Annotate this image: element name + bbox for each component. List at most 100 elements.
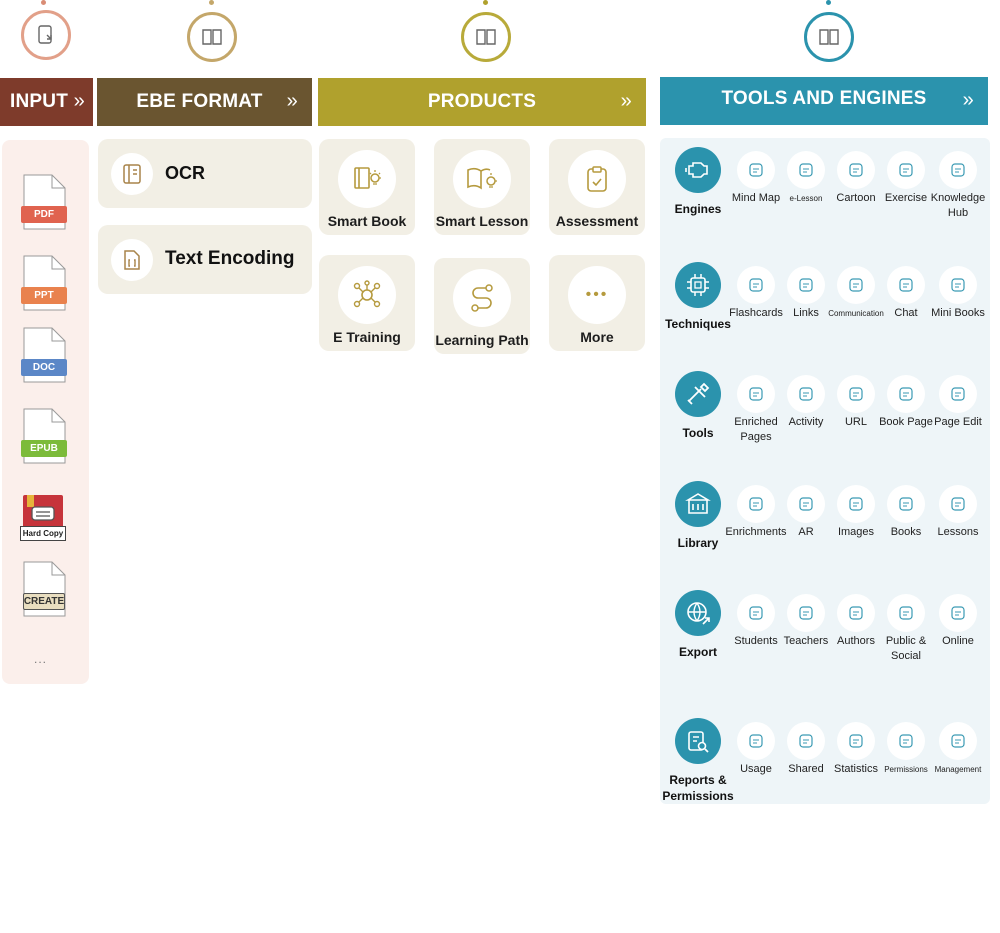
statistics-icon[interactable] bbox=[837, 722, 875, 760]
enrichments-icon[interactable] bbox=[737, 485, 775, 523]
tool-item-communication[interactable]: Communication bbox=[828, 309, 884, 318]
tool-item-management[interactable]: Management bbox=[934, 765, 982, 774]
tool-item-permissions[interactable]: Permissions bbox=[884, 765, 928, 774]
flashcards-icon[interactable] bbox=[737, 266, 775, 304]
doc-file-icon[interactable]: DOC bbox=[21, 327, 67, 383]
tool-item-ar[interactable]: AR bbox=[798, 526, 814, 538]
input-connector-dot bbox=[41, 0, 46, 5]
product-learning-path[interactable]: Learning Path bbox=[434, 258, 530, 354]
page-edit-icon[interactable] bbox=[939, 375, 977, 413]
doc-label: DOC bbox=[21, 359, 67, 376]
knowledge-hub-icon[interactable] bbox=[939, 151, 977, 189]
chip-icon[interactable] bbox=[675, 262, 721, 308]
product-assessment[interactable]: Assessment bbox=[549, 139, 645, 235]
books-icon[interactable] bbox=[887, 485, 925, 523]
public-and-social-icon[interactable] bbox=[887, 594, 925, 632]
images-icon[interactable] bbox=[837, 485, 875, 523]
tool-item-images[interactable]: Images bbox=[837, 526, 875, 538]
activity-icon[interactable] bbox=[787, 375, 825, 413]
tool-item-lessons[interactable]: Lessons bbox=[937, 526, 979, 538]
input-header: INPUT » bbox=[0, 78, 93, 126]
mini-books-icon[interactable] bbox=[939, 266, 977, 304]
tool-item-e-lesson[interactable]: e-Lesson bbox=[789, 194, 823, 203]
authors-icon[interactable] bbox=[837, 594, 875, 632]
tools-header-title: TOOLS AND ENGINES bbox=[721, 88, 927, 109]
tool-item-enrichments[interactable]: Enrichments bbox=[725, 526, 787, 538]
network-icon bbox=[338, 266, 396, 324]
tool-item-url[interactable]: URL bbox=[844, 416, 867, 428]
epub-file-icon[interactable]: EPUB bbox=[21, 408, 67, 464]
book-icon bbox=[819, 29, 839, 45]
engine-icon[interactable] bbox=[675, 147, 721, 193]
usage-icon[interactable] bbox=[737, 722, 775, 760]
pdf-file-icon[interactable]: PDF bbox=[21, 174, 67, 230]
ebe-header: EBE FORMAT » bbox=[97, 78, 312, 126]
online-icon[interactable] bbox=[939, 594, 977, 632]
tool-item-exercise[interactable]: Exercise bbox=[884, 192, 928, 204]
enriched-pages-icon[interactable] bbox=[737, 375, 775, 413]
lessons-icon[interactable] bbox=[939, 485, 977, 523]
tools-icon[interactable] bbox=[675, 371, 721, 417]
report-search-icon[interactable] bbox=[675, 718, 721, 764]
product-smart-book[interactable]: Smart Book bbox=[319, 139, 415, 235]
tool-item-books[interactable]: Books bbox=[890, 526, 922, 538]
chat-icon[interactable] bbox=[887, 266, 925, 304]
tool-item-page-edit[interactable]: Page Edit bbox=[934, 416, 982, 428]
permissions-icon[interactable] bbox=[887, 722, 925, 760]
mind-map-icon[interactable] bbox=[737, 151, 775, 189]
tool-item-flashcards[interactable]: Flashcards bbox=[729, 307, 783, 319]
tool-item-teachers[interactable]: Teachers bbox=[783, 635, 829, 647]
ar-icon[interactable] bbox=[787, 485, 825, 523]
tool-item-statistics[interactable]: Statistics bbox=[833, 763, 878, 775]
ppt-file-icon[interactable]: PPT bbox=[21, 255, 67, 311]
shared-icon[interactable] bbox=[787, 722, 825, 760]
products-connector-dot bbox=[483, 0, 488, 5]
more-dots: ••• bbox=[585, 286, 609, 303]
product-smart-lesson[interactable]: Smart Lesson bbox=[434, 139, 530, 235]
tool-item-knowledge-hub[interactable]: Knowledge Hub bbox=[930, 192, 986, 219]
url-icon[interactable] bbox=[837, 375, 875, 413]
tools-header: TOOLS AND ENGINES » bbox=[660, 77, 988, 125]
library-icon[interactable] bbox=[675, 481, 721, 527]
tool-item-online[interactable]: Online bbox=[942, 635, 974, 647]
smart-book-icon bbox=[338, 150, 396, 208]
tool-item-students[interactable]: Students bbox=[734, 635, 778, 647]
book-page-icon[interactable] bbox=[887, 375, 925, 413]
exercise-icon[interactable] bbox=[887, 151, 925, 189]
book-icon bbox=[476, 29, 496, 45]
chevron-right-icon: » bbox=[73, 90, 85, 112]
tool-item-book-page[interactable]: Book Page bbox=[879, 416, 933, 428]
tool-item-mini-books[interactable]: Mini Books bbox=[931, 307, 985, 319]
tool-item-enriched-pages[interactable]: Enriched Pages bbox=[734, 416, 778, 443]
tool-item-activity[interactable]: Activity bbox=[788, 416, 824, 428]
management-icon[interactable] bbox=[939, 722, 977, 760]
ebe-header-title: EBE FORMAT bbox=[136, 91, 263, 112]
communication-icon[interactable] bbox=[837, 266, 875, 304]
more-label: More bbox=[580, 329, 614, 345]
links-icon[interactable] bbox=[787, 266, 825, 304]
cartoon-icon[interactable] bbox=[837, 151, 875, 189]
tool-item-links[interactable]: Links bbox=[793, 307, 819, 319]
students-icon[interactable] bbox=[737, 594, 775, 632]
tool-item-shared[interactable]: Shared bbox=[788, 763, 824, 775]
tool-item-public-and-social[interactable]: Public & Social bbox=[885, 635, 927, 662]
product-more[interactable]: ••• More bbox=[549, 255, 645, 351]
e-lesson-icon[interactable] bbox=[787, 151, 825, 189]
globe-export-icon[interactable] bbox=[675, 590, 721, 636]
input-more-indicator[interactable]: ... bbox=[34, 652, 48, 666]
tool-item-mind-map[interactable]: Mind Map bbox=[731, 192, 781, 204]
input-header-title: INPUT bbox=[10, 91, 68, 112]
tool-item-chat[interactable]: Chat bbox=[894, 307, 918, 319]
tool-item-authors[interactable]: Authors bbox=[837, 635, 875, 647]
ocr-card[interactable]: OCR bbox=[98, 139, 312, 208]
teachers-icon[interactable] bbox=[787, 594, 825, 632]
hard-copy-book-icon[interactable]: Hard Copy bbox=[20, 495, 66, 543]
tool-item-cartoon[interactable]: Cartoon bbox=[836, 192, 876, 204]
product-e-training[interactable]: E Training bbox=[319, 255, 415, 351]
text-encoding-card[interactable]: Text Encoding bbox=[98, 225, 312, 294]
create-file-icon[interactable]: CREATE bbox=[21, 561, 67, 617]
smart-book-label: Smart Book bbox=[327, 213, 407, 229]
category-label-library: Library bbox=[677, 536, 719, 550]
tool-item-usage[interactable]: Usage bbox=[740, 763, 772, 775]
e-training-label: E Training bbox=[333, 329, 401, 345]
